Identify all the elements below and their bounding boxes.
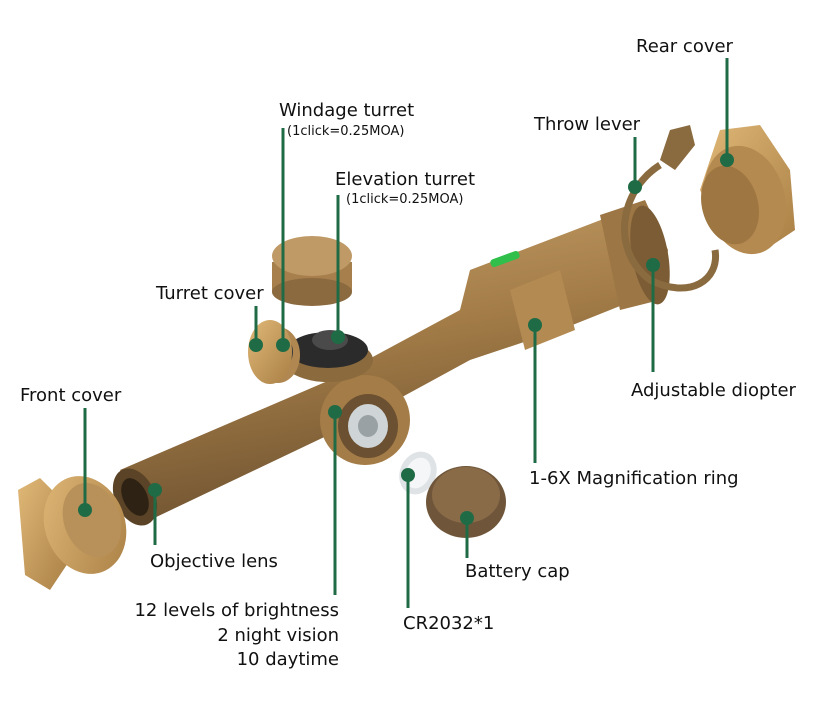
label-windage-turret: Windage turret xyxy=(279,100,415,121)
magnification-ring xyxy=(510,270,575,350)
marker-rear-cover xyxy=(720,153,734,167)
marker-elevation xyxy=(331,330,345,344)
leader-lines xyxy=(78,58,734,608)
label-windage-note: (1click=0.25MOA) xyxy=(287,124,405,139)
illumination-knob xyxy=(320,375,410,465)
marker-battery xyxy=(401,468,415,482)
label-magnification-ring: 1-6X Magnification ring xyxy=(529,468,739,489)
marker-throw-lever xyxy=(628,180,642,194)
label-turret-cover: Turret cover xyxy=(156,283,264,304)
label-objective-lens: Objective lens xyxy=(150,551,278,572)
label-battery-cap: Battery cap xyxy=(465,561,570,582)
label-rear-cover: Rear cover xyxy=(636,36,733,57)
label-elevation-note: (1click=0.25MOA) xyxy=(346,192,464,207)
label-brightness-3: 10 daytime xyxy=(236,649,339,670)
turret-cover-top xyxy=(272,236,352,306)
label-throw-lever: Throw lever xyxy=(534,114,641,135)
marker-battery-cap xyxy=(460,511,474,525)
front-cover xyxy=(18,476,127,590)
label-front-cover: Front cover xyxy=(20,385,122,406)
label-battery: CR2032*1 xyxy=(403,613,495,634)
marker-windage xyxy=(276,338,290,352)
marker-front-cover xyxy=(78,503,92,517)
label-elevation-turret: Elevation turret xyxy=(335,169,476,190)
marker-diopter xyxy=(646,258,660,272)
marker-magnification xyxy=(528,318,542,332)
label-adjustable-diopter: Adjustable diopter xyxy=(631,380,796,401)
marker-objective xyxy=(148,483,162,497)
battery-cap xyxy=(426,466,506,538)
label-brightness-2: 2 night vision xyxy=(217,625,339,646)
turret-cover-side xyxy=(248,320,292,384)
rear-cover xyxy=(700,125,795,255)
marker-turret-cover xyxy=(249,338,263,352)
label-brightness-1: 12 levels of brightness xyxy=(134,600,339,621)
marker-brightness xyxy=(328,405,342,419)
level-bubble xyxy=(490,250,520,268)
